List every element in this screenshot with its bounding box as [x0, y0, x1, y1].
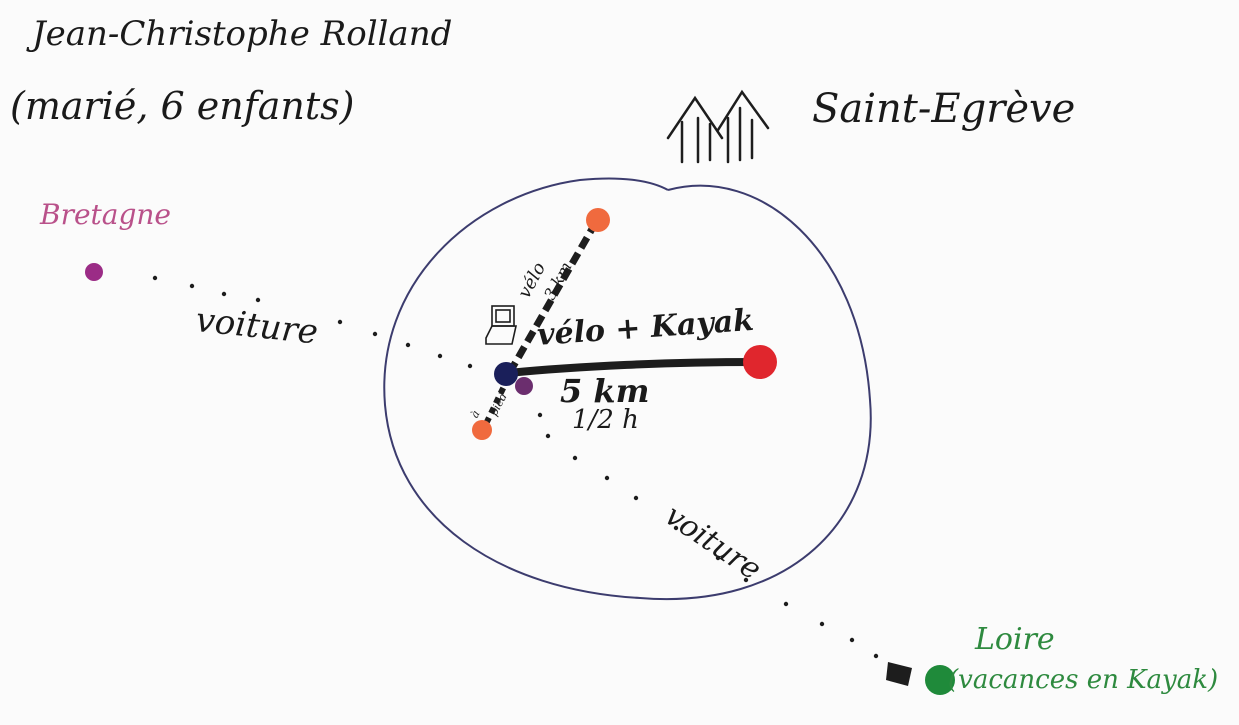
- purple-dot: [515, 377, 533, 395]
- loire-dot: [925, 665, 955, 695]
- person-info: (marié, 6 enfants): [10, 84, 355, 128]
- route-car-loire: [537, 412, 912, 686]
- route-car-bretagne: [152, 275, 473, 369]
- bretagne-dot: [85, 263, 103, 281]
- label-distance: 5 km: [560, 372, 650, 410]
- houses-icon: [666, 89, 770, 164]
- place-saint-egreve: Saint-Egrève: [812, 86, 1076, 132]
- route-pied: [481, 376, 511, 430]
- route-velo: [506, 220, 600, 374]
- loire-note: (vacances en Kayak): [948, 665, 1219, 695]
- place-bretagne: Bretagne: [40, 198, 172, 231]
- velo-end-dot: [586, 208, 610, 232]
- home-dot: [494, 362, 518, 386]
- kayak-end-dot: [743, 345, 777, 379]
- route-velo-kayak: [504, 358, 760, 377]
- person-name: Jean-Christophe Rolland: [32, 14, 453, 54]
- computer-icon: [485, 305, 517, 345]
- area-circle: [383, 177, 872, 601]
- label-duration: 1/2 h: [572, 405, 639, 435]
- place-loire: Loire: [975, 622, 1055, 657]
- walk-end-dot: [472, 420, 492, 440]
